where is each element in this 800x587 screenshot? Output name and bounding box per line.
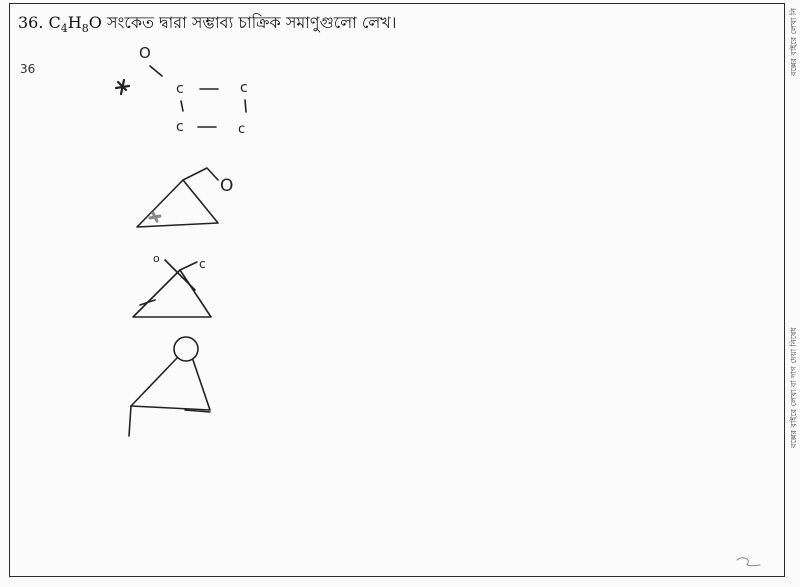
svg-text:O: O — [220, 176, 233, 196]
triangle-ring — [132, 269, 212, 318]
methyl-branch — [128, 405, 132, 437]
svg-text:c: c — [238, 122, 245, 137]
triangle-ring — [136, 179, 219, 228]
svg-text:c: c — [240, 80, 248, 96]
svg-text:c: c — [199, 257, 206, 271]
question-text: 36. C4H8O সংকেত দ্বারা সম্ভাব্য চাক্রিক … — [18, 10, 397, 37]
molecular-formula: C4H8O — [48, 13, 102, 36]
structure-triangle-3 — [128, 336, 211, 437]
structure-triangle-1: O — [136, 167, 233, 228]
bond-left — [180, 100, 184, 112]
smudge-mark — [148, 211, 162, 223]
inner-tick — [139, 299, 156, 306]
svg-text:c: c — [176, 119, 184, 135]
triangle-ring — [130, 357, 211, 411]
question-body: সংকেত দ্বারা সম্ভাব্য চাক্রিক সমাণুগুলো … — [106, 13, 397, 32]
side-chain — [182, 167, 219, 181]
question-number: 36. — [18, 13, 44, 32]
structure-square-ring: O c c c c — [114, 44, 248, 137]
bond-o-c — [149, 65, 163, 77]
scribble-mark — [114, 78, 131, 96]
oxygen-circle — [173, 336, 199, 362]
answer-box — [9, 3, 785, 577]
underline-stroke — [184, 409, 211, 413]
handwritten-question-number: 36 — [20, 62, 36, 76]
arm-line — [179, 261, 198, 271]
bond-right — [244, 99, 247, 113]
corner-scribble — [736, 557, 761, 567]
svg-text:o: o — [153, 252, 160, 265]
svg-text:O: O — [139, 44, 151, 62]
structure-triangle-2: o c — [132, 252, 212, 318]
svg-text:c: c — [176, 81, 184, 97]
crossing-line — [164, 259, 196, 291]
